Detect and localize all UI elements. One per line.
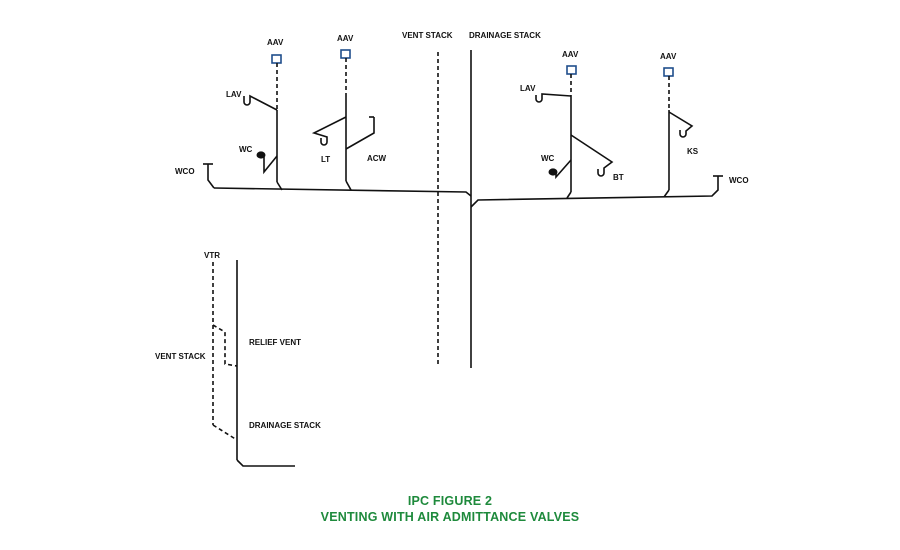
aav-valve-1 [271, 54, 282, 64]
label-wco-left: WCO [175, 167, 195, 176]
label-aav-4: AAV [660, 52, 677, 61]
label-ks: KS [687, 147, 699, 156]
aav-valve-2 [340, 49, 351, 59]
left-horizontal-drain [203, 163, 472, 197]
label-drainage-stack-detail: DRAINAGE STACK [249, 421, 321, 430]
label-wc-2: WC [541, 154, 555, 163]
branch-1 [243, 54, 283, 191]
label-lt: LT [321, 155, 330, 164]
aav-valve-4 [663, 67, 674, 77]
branch-4 [663, 67, 694, 198]
figure-caption-title: IPC FIGURE 2 [407, 494, 493, 508]
relief-vent-detail [212, 260, 295, 467]
label-aav-1: AAV [267, 38, 284, 47]
wc-fixture-2 [548, 168, 558, 176]
label-drainage-stack-top: DRAINAGE STACK [469, 31, 541, 40]
label-lav-2: LAV [520, 84, 536, 93]
label-relief-vent: RELIEF VENT [249, 338, 301, 347]
label-lav-1: LAV [226, 90, 242, 99]
plumbing-diagram: VENT STACK DRAINAGE STACK WCO WCO AAV LA… [155, 31, 749, 467]
branch-2 [311, 49, 375, 191]
label-aav-2: AAV [337, 34, 354, 43]
wc-fixture-1 [256, 151, 266, 159]
label-vent-stack-detail: VENT STACK [155, 352, 206, 361]
label-wc-1: WC [239, 145, 253, 154]
label-acw: ACW [367, 154, 387, 163]
label-bt: BT [613, 173, 624, 182]
label-aav-3: AAV [562, 50, 579, 59]
label-vtr: VTR [204, 251, 220, 260]
figure-caption-subtitle: VENTING WITH AIR ADMITTANCE VALVES [320, 510, 580, 524]
label-wco-right: WCO [729, 176, 749, 185]
branch-3 [535, 65, 614, 199]
aav-valve-3 [566, 65, 577, 75]
label-vent-stack-top: VENT STACK [402, 31, 453, 40]
right-horizontal-drain [470, 175, 723, 208]
